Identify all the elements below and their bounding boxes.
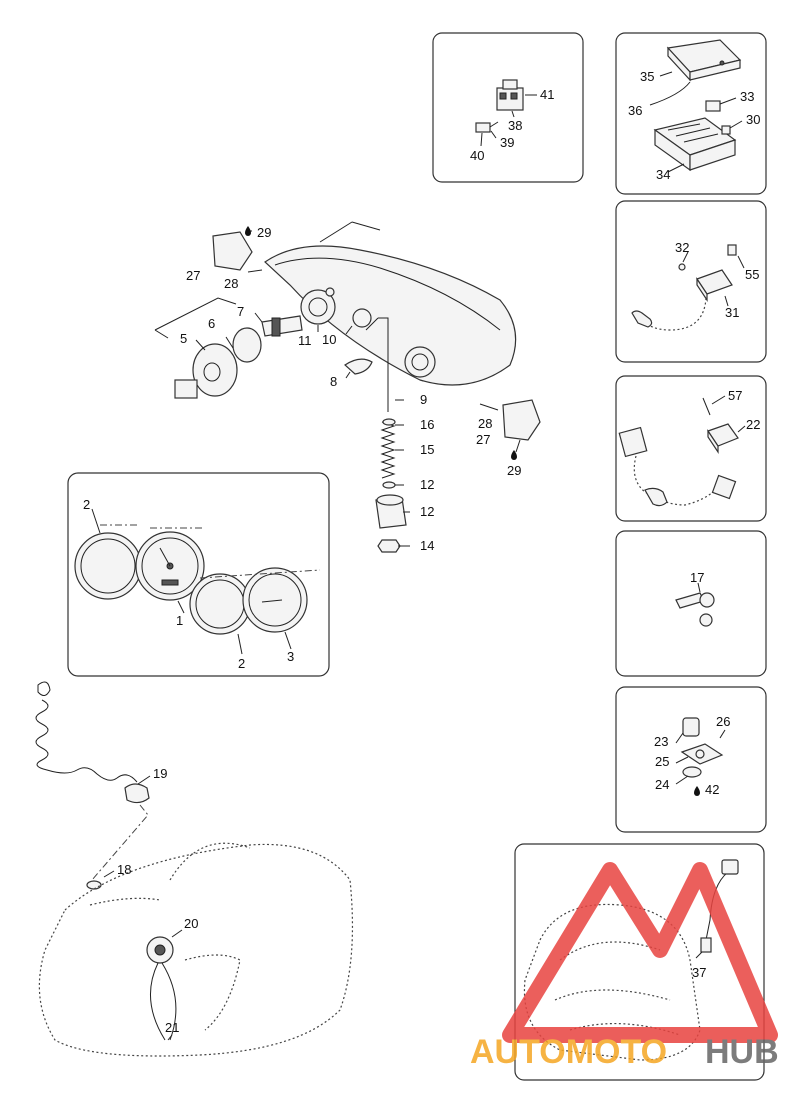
inset-harness-relay-panel — [615, 375, 767, 522]
callout-27-right: 27 — [476, 432, 490, 447]
callout-5: 5 — [180, 331, 187, 346]
headlight-assembly — [154, 221, 541, 553]
callout-19: 19 — [153, 766, 167, 781]
spring — [380, 421, 396, 479]
inset-engine-sensor-panel — [514, 843, 765, 1081]
callout-36: 36 — [628, 103, 642, 118]
callout-13: 12 — [420, 477, 434, 492]
callout-14: 14 — [420, 538, 434, 553]
callout-27-top: 27 — [186, 268, 200, 283]
callout-24: 24 — [655, 777, 669, 792]
callout-12: 12 — [420, 504, 434, 519]
callout-40: 40 — [470, 148, 484, 163]
callout-9: 9 — [420, 392, 427, 407]
inset-fuse-box-panel — [615, 32, 767, 195]
callout-33: 33 — [740, 89, 754, 104]
callout-26: 26 — [716, 714, 730, 729]
callout-3: 3 — [287, 649, 294, 664]
callout-37: 37 — [692, 965, 706, 980]
callout-labels: 41 38 39 40 35 33 36 30 34 32 55 31 57 2… — [83, 69, 760, 1035]
callout-29-top: 29 — [257, 225, 271, 240]
callout-6: 6 — [208, 316, 215, 331]
callout-35: 35 — [640, 69, 654, 84]
callout-30: 30 — [746, 112, 760, 127]
callout-28-right: 28 — [478, 416, 492, 431]
callout-16: 16 — [420, 417, 434, 432]
callout-10: 10 — [322, 332, 336, 347]
lanyard-and-hull — [35, 681, 354, 1057]
inset-sensor-panel — [615, 686, 767, 833]
callout-15: 15 — [420, 442, 434, 457]
callout-57: 57 — [728, 388, 742, 403]
callout-55: 55 — [745, 267, 759, 282]
callout-39: 39 — [500, 135, 514, 150]
callout-34: 34 — [656, 167, 670, 182]
callout-18: 18 — [117, 862, 131, 877]
gauge-panel — [67, 472, 330, 677]
callout-25: 25 — [655, 754, 669, 769]
callout-23: 23 — [654, 734, 668, 749]
watermark-text-gray: HUB — [705, 1033, 779, 1071]
callout-17: 17 — [690, 570, 704, 585]
watermark-logo: AUTOMOTO HUB — [470, 862, 779, 1071]
callout-11: 11 — [298, 333, 312, 348]
callout-7: 7 — [237, 304, 244, 319]
watermark-text-orange: AUTOMOTO — [470, 1033, 667, 1071]
callout-22: 22 — [746, 417, 760, 432]
callout-2-top: 2 — [83, 497, 90, 512]
callout-1: 1 — [176, 613, 183, 628]
callout-31: 31 — [725, 305, 739, 320]
inset-switch-panel — [432, 32, 584, 183]
inset-relay-panel — [615, 200, 767, 363]
callout-21: 21 — [165, 1020, 179, 1035]
callout-38: 38 — [508, 118, 522, 133]
inset-key-panel — [615, 530, 767, 677]
callout-29-right: 29 — [507, 463, 521, 478]
callout-20: 20 — [184, 916, 198, 931]
callout-2-bottom: 2 — [238, 656, 245, 671]
callout-8: 8 — [330, 374, 337, 389]
callout-32: 32 — [675, 240, 689, 255]
callout-41: 41 — [540, 87, 554, 102]
callout-28-top: 28 — [224, 276, 238, 291]
callout-42: 42 — [705, 782, 719, 797]
